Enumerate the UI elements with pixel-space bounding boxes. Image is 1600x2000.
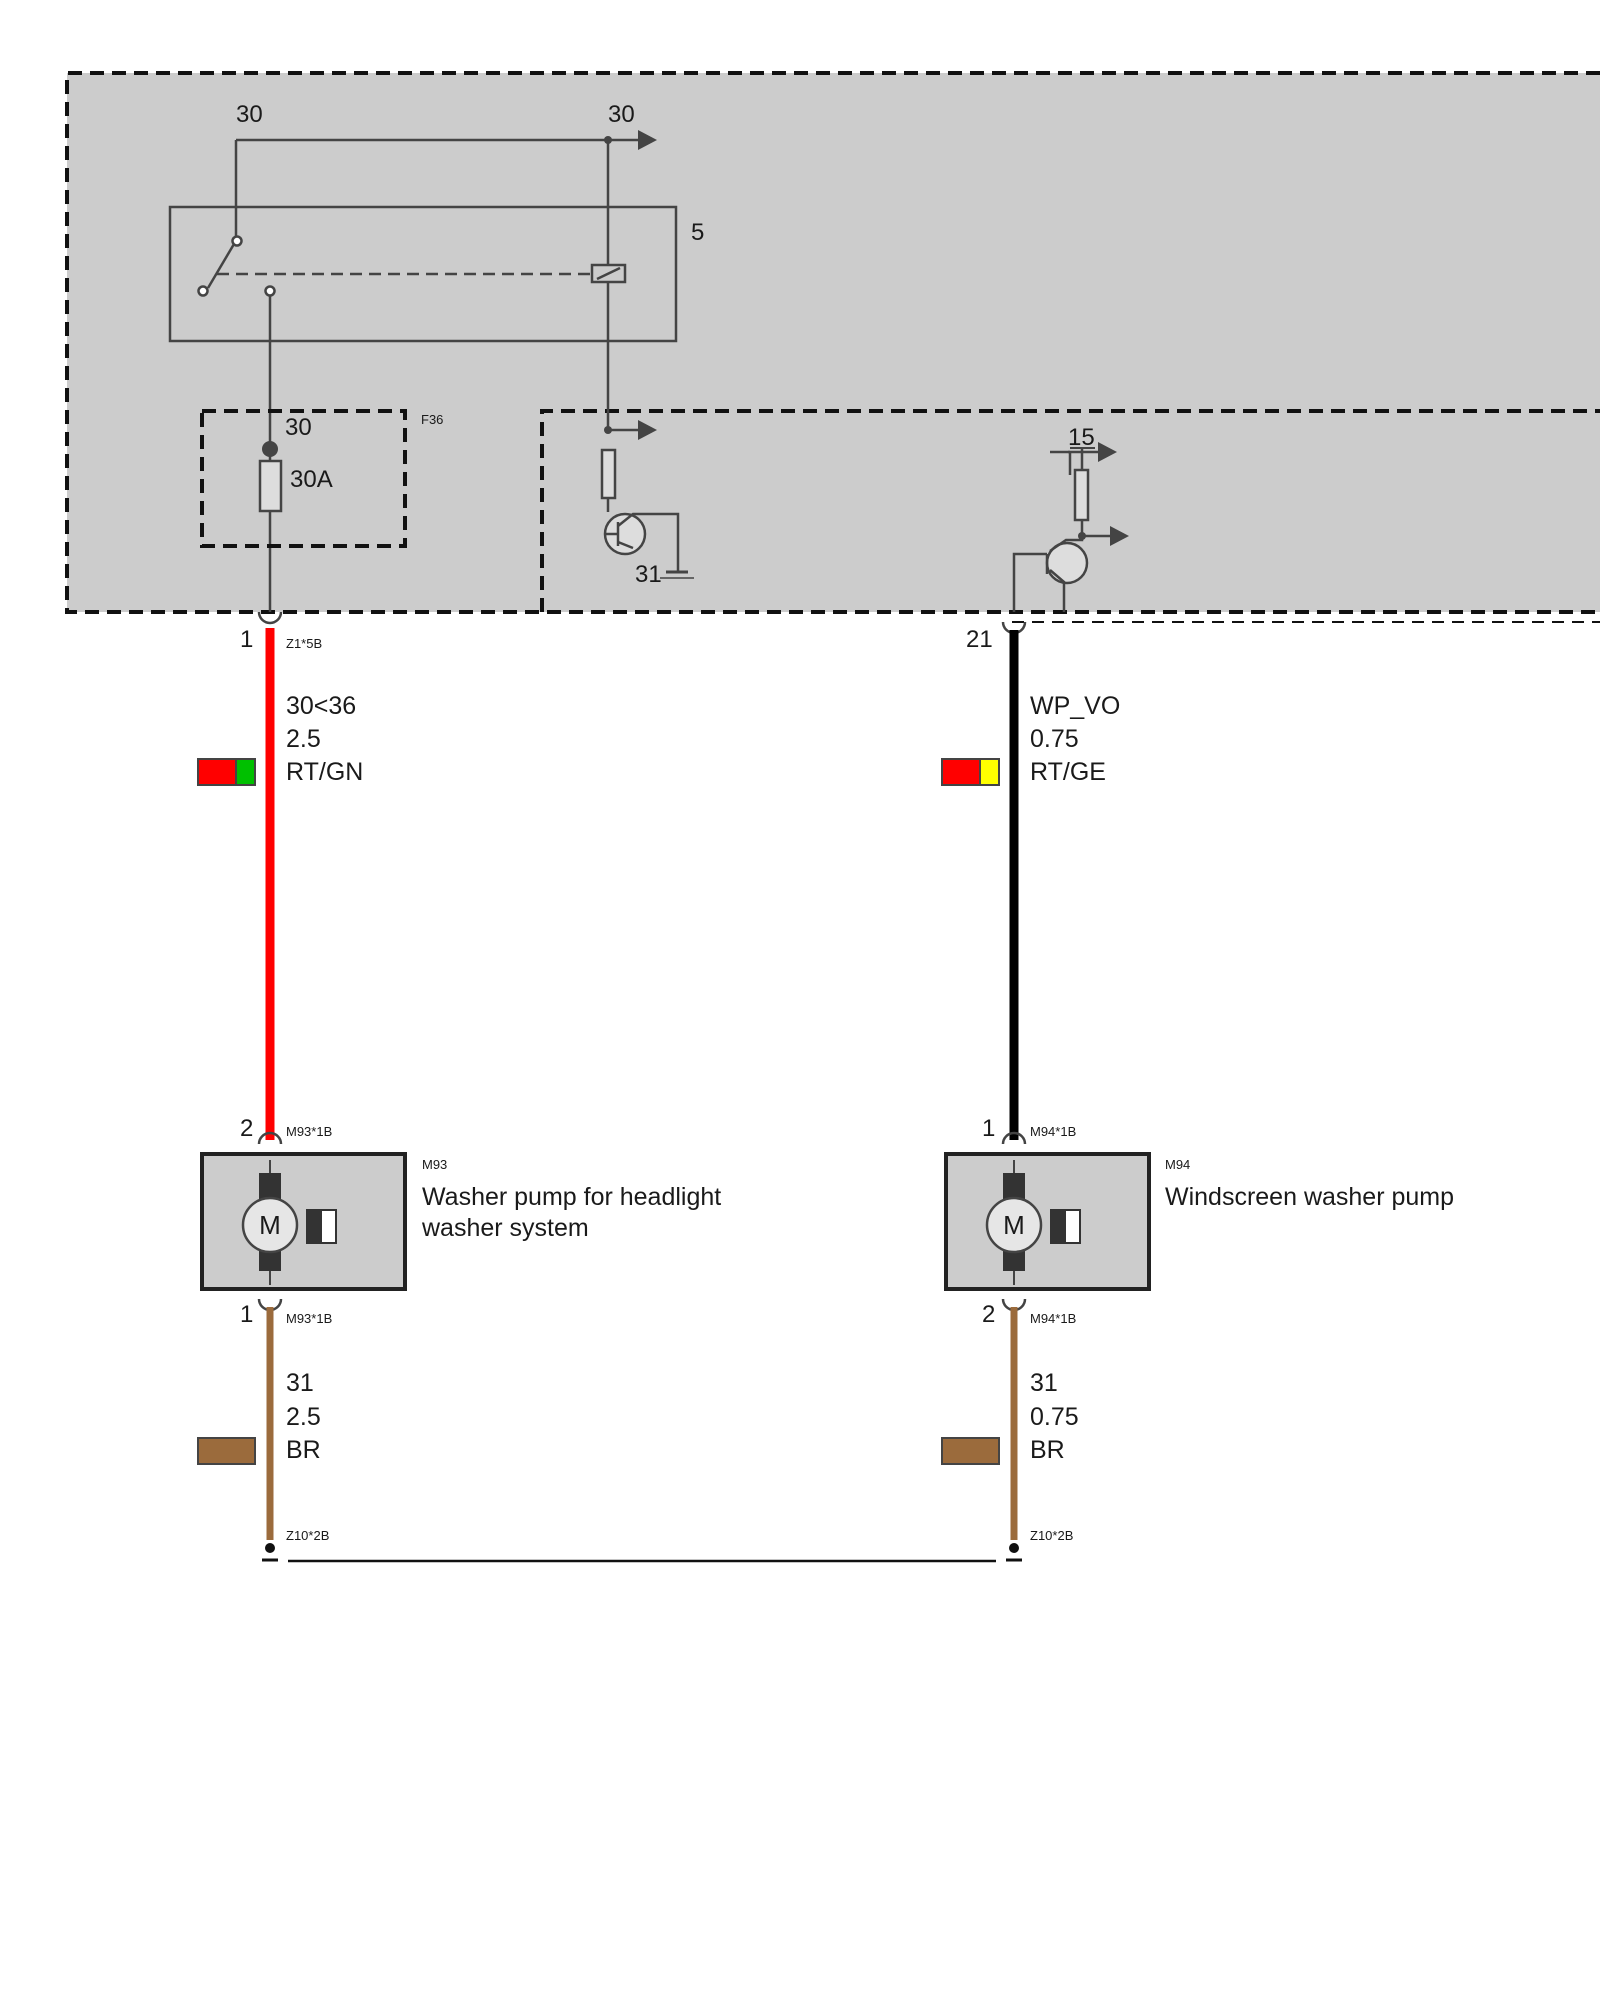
component-m93 — [197, 1131, 407, 1562]
ground-connector: Z10*2B — [286, 1528, 329, 1543]
left-transistor-ground: 31 — [635, 561, 662, 588]
wire-connector: Z1*5B — [286, 636, 322, 651]
wire-gauge: 2.5 — [286, 725, 321, 753]
component-bottom-connector: M94*1B — [1030, 1311, 1076, 1326]
component-top-pin: 1 — [982, 1115, 995, 1142]
component-bottom-connector: M93*1B — [286, 1311, 332, 1326]
component-id: M94 — [1165, 1157, 1190, 1172]
component-name-line1: Washer pump for headlight — [422, 1183, 721, 1211]
ground-color-code: BR — [1030, 1436, 1065, 1464]
wire-signal: 30<36 — [286, 692, 356, 720]
component-m94 — [941, 1131, 1151, 1562]
component-id: M93 — [422, 1157, 447, 1172]
component-top-pin: 2 — [240, 1115, 253, 1142]
fuse — [200, 409, 407, 548]
ground-color-code: BR — [286, 1436, 321, 1464]
wire-color-code: RT/GE — [1030, 758, 1106, 786]
ground-signal: 31 — [1030, 1369, 1058, 1397]
right-transistor-supply: 15 — [1068, 424, 1095, 451]
wire-color-tag — [941, 1437, 1000, 1465]
control-unit-housing — [65, 71, 1600, 623]
ground-connector: Z10*2B — [1030, 1528, 1073, 1543]
relay-id: 5 — [691, 219, 704, 246]
relay — [168, 130, 678, 612]
wire-color-tag — [197, 758, 237, 786]
relay-terminal-left: 30 — [236, 101, 263, 128]
motor-icon — [985, 1196, 1043, 1254]
motor-symbol: M — [259, 1210, 281, 1240]
left-transistor — [600, 420, 694, 579]
wire-pin: 1 — [240, 626, 253, 653]
wire-right — [941, 621, 1027, 1140]
component-name-line2: washer system — [421, 1214, 589, 1242]
component-top-connector: M94*1B — [1030, 1124, 1076, 1139]
fuse-id: F36 — [421, 412, 443, 427]
wire-color-code: RT/GN — [286, 758, 363, 786]
ground-signal: 31 — [286, 1369, 314, 1397]
wire-color-tag — [941, 758, 981, 786]
component-bottom-pin: 2 — [982, 1301, 995, 1328]
wire-gauge: 0.75 — [1030, 725, 1079, 753]
right-transistor — [1012, 442, 1129, 612]
relay-terminal-right: 30 — [608, 101, 635, 128]
component-name-line1: Windscreen washer pump — [1165, 1183, 1454, 1211]
component-bottom-pin: 1 — [240, 1301, 253, 1328]
wire-signal: WP_VO — [1030, 692, 1120, 720]
component-top-connector: M93*1B — [286, 1124, 332, 1139]
ground-gauge: 2.5 — [286, 1403, 321, 1431]
relay-box — [168, 205, 678, 343]
motor-symbol: M — [1003, 1210, 1025, 1240]
fuse-rating: 30A — [290, 466, 333, 493]
wire-color-tag — [197, 1437, 256, 1465]
wire-pin: 21 — [966, 626, 993, 653]
fuse-terminal: 30 — [285, 414, 312, 441]
wire-left — [197, 611, 283, 1140]
motor-icon — [241, 1196, 299, 1254]
ground-gauge: 0.75 — [1030, 1403, 1079, 1431]
arrow-icon — [638, 130, 657, 150]
